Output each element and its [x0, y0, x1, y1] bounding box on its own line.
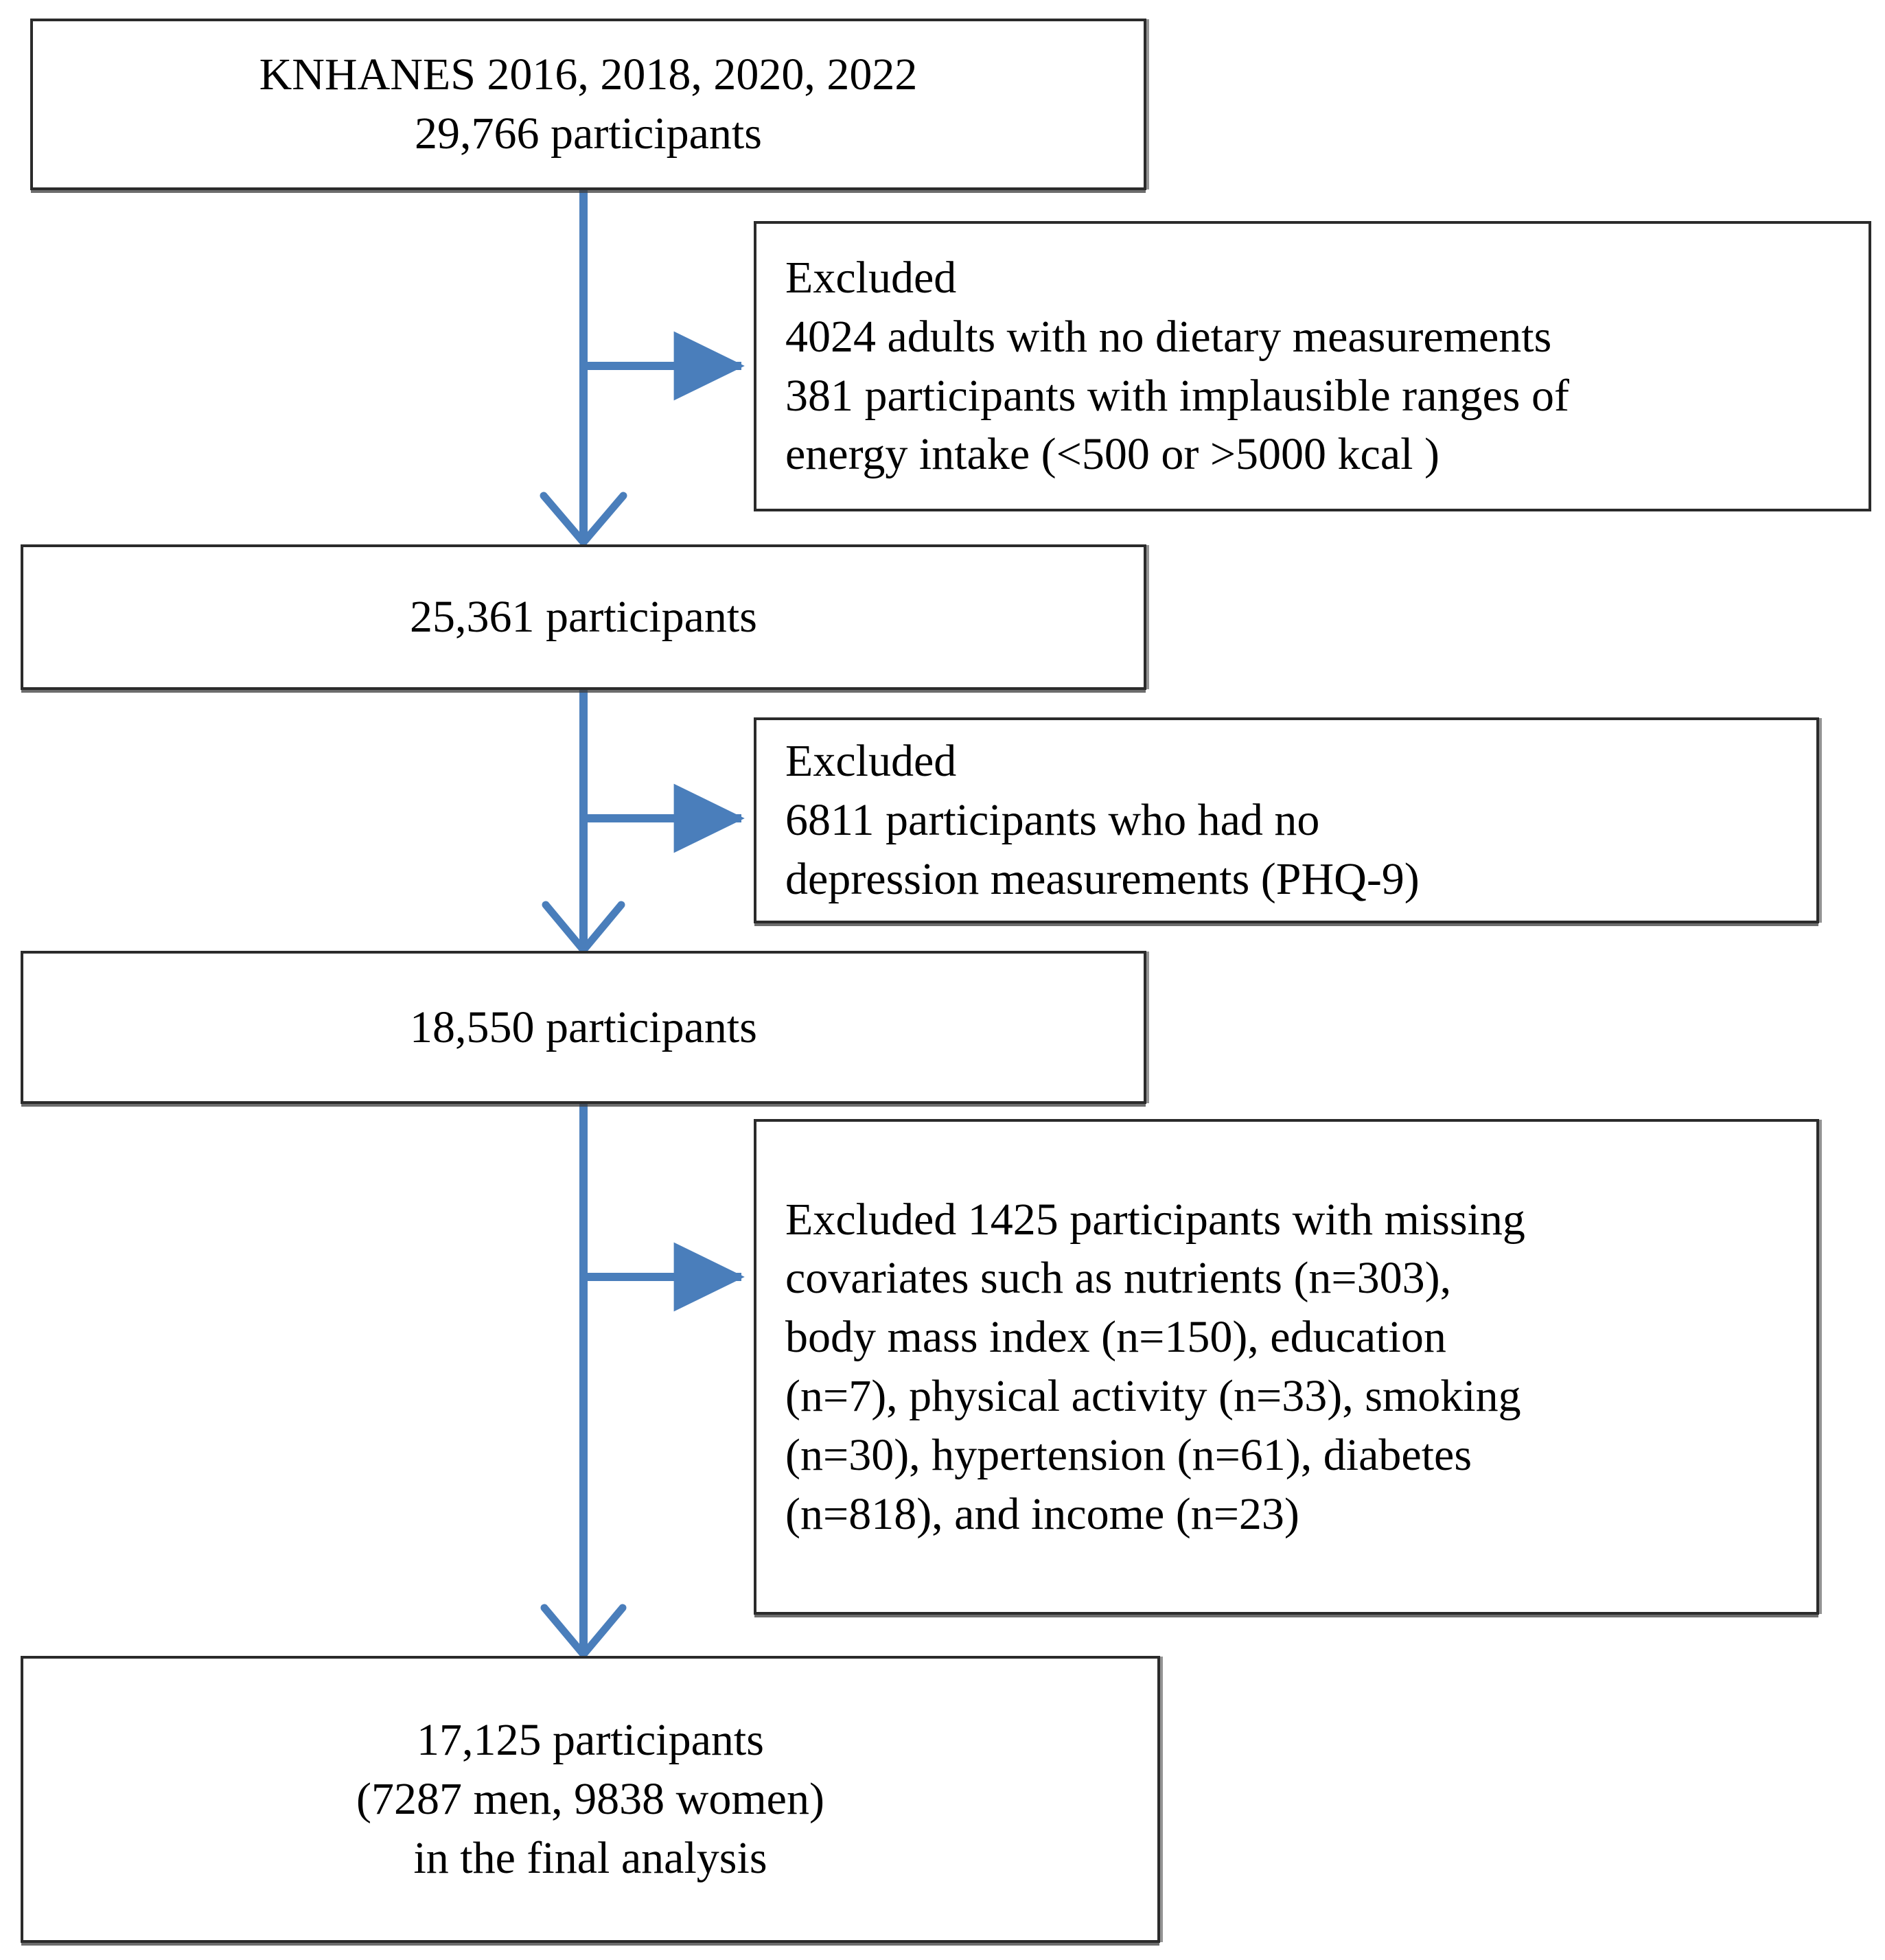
connector-stage-2-to-final [540, 1104, 627, 1659]
cohort-line-1: KNHANES 2016, 2018, 2020, 2022 [259, 49, 918, 100]
node-cohort: KNHANES 2016, 2018, 2020, 2022 29,766 pa… [30, 19, 1146, 190]
excluded-1-line-3: 381 participants with implausible ranges… [785, 370, 1569, 421]
excluded-2-line-2: 6811 participants who had no [785, 795, 1320, 846]
excluded-3-line-1: Excluded 1425 participants with missing [785, 1194, 1525, 1245]
excluded-3-line-4: (n=7), physical activity (n=33), smoking [785, 1371, 1521, 1421]
connector-cohort-to-stage-1 [540, 190, 627, 546]
excluded-2-line-1: Excluded [785, 736, 957, 787]
node-stage-1: 25,361 participants [21, 544, 1146, 690]
excluded-3-line-5: (n=30), hypertension (n=61), diabetes [785, 1429, 1472, 1480]
cohort-line-2: 29,766 participants [415, 108, 762, 159]
excluded-3-line-6: (n=818), and income (n=23) [785, 1488, 1299, 1539]
final-line-2: (7287 men, 9838 women) [356, 1774, 824, 1825]
excluded-3-line-3: body mass index (n=150), education [785, 1312, 1446, 1363]
final-line-3: in the final analysis [413, 1832, 767, 1883]
stage-2-line-1: 18,550 participants [410, 1002, 757, 1052]
node-final-analysis: 17,125 participants (7287 men, 9838 wome… [21, 1656, 1160, 1943]
node-excluded-2: Excluded 6811 participants who had no de… [754, 717, 1819, 923]
excluded-1-line-1: Excluded [785, 252, 957, 303]
stage-1-line-1: 25,361 participants [410, 592, 757, 643]
excluded-2-line-3: depression measurements (PHQ-9) [785, 853, 1420, 904]
node-stage-2: 18,550 participants [21, 951, 1146, 1104]
node-excluded-3: Excluded 1425 participants with missing … [754, 1119, 1819, 1615]
connector-stage-1-to-stage-2 [542, 690, 625, 954]
final-line-1: 17,125 participants [417, 1715, 764, 1766]
excluded-3-line-2: covariates such as nutrients (n=303), [785, 1253, 1452, 1304]
excluded-1-line-2: 4024 adults with no dietary measurements [785, 311, 1552, 362]
node-excluded-1: Excluded 4024 adults with no dietary mea… [754, 221, 1871, 511]
excluded-1-line-4: energy intake (<500 or >5000 kcal ) [785, 429, 1439, 480]
